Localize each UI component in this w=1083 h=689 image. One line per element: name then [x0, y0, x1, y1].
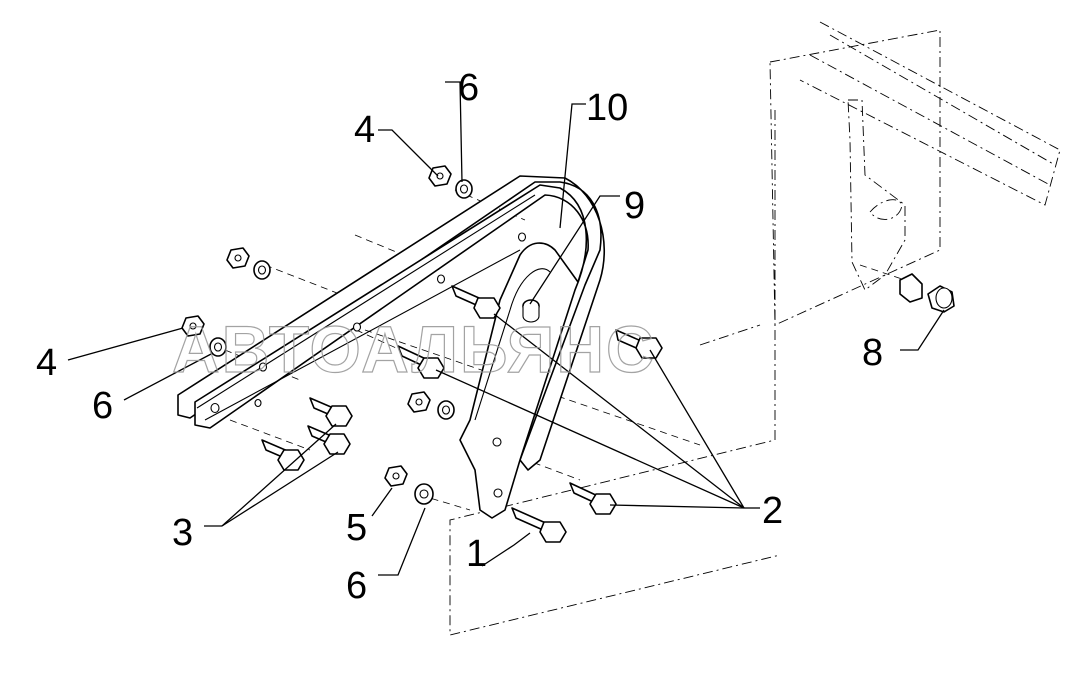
- callout-6-left: 6: [92, 385, 113, 427]
- callout-6-bottom: 6: [346, 565, 367, 607]
- callout-9: 9: [624, 185, 645, 227]
- callout-6-top: 6: [458, 67, 479, 109]
- bolts-2: [397, 285, 663, 515]
- callout-2: 2: [762, 490, 783, 532]
- callout-4-left: 4: [36, 342, 57, 384]
- nuts-and-washers: [181, 165, 473, 505]
- callout-1: 1: [466, 533, 487, 575]
- callout-4-top: 4: [354, 109, 375, 151]
- bolts-3: [261, 397, 353, 471]
- pin-9: [522, 299, 540, 323]
- bolt-1: [511, 507, 567, 543]
- leader-lines: [67, 81, 945, 576]
- phantom-frame: [449, 21, 1061, 636]
- callout-10: 10: [586, 87, 628, 129]
- watermark-text: АВТОАЛЬЯНС: [172, 312, 656, 386]
- bushing-8: [899, 273, 955, 313]
- callout-8: 8: [862, 332, 883, 374]
- callout-3: 3: [172, 512, 193, 554]
- callout-5: 5: [346, 507, 367, 549]
